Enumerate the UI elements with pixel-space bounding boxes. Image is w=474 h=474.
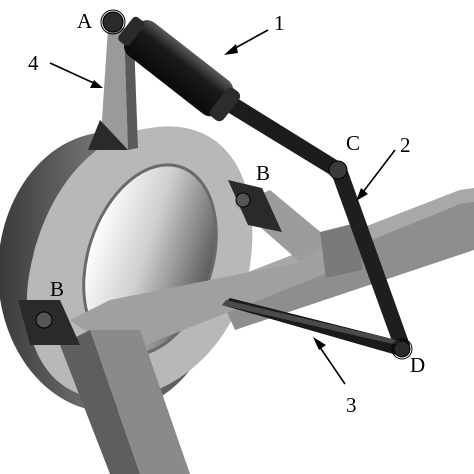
post-front bbox=[100, 28, 128, 150]
arrow-4 bbox=[49, 62, 99, 86]
arrow-3 bbox=[316, 342, 346, 385]
arrowhead-1 bbox=[224, 44, 238, 55]
arrowhead-4 bbox=[90, 80, 103, 88]
cylinder-head bbox=[118, 16, 145, 46]
arrow-2 bbox=[359, 149, 396, 197]
cylinder-cap bbox=[210, 87, 241, 122]
label-point-b-right: B bbox=[256, 161, 270, 185]
labels: A 1 4 C 2 B B D 3 bbox=[28, 9, 425, 417]
label-part-3: 3 bbox=[346, 393, 357, 417]
joint-a-ring bbox=[100, 9, 126, 35]
arrowhead-3 bbox=[313, 337, 326, 350]
hinge-b-right-pin bbox=[235, 192, 251, 208]
hinge-b-left-pin bbox=[35, 311, 53, 329]
joint-d-ring bbox=[391, 338, 413, 360]
frame-arm-down bbox=[90, 330, 190, 474]
leader-arrows bbox=[49, 29, 396, 385]
cylinder-part-1 bbox=[100, 9, 340, 176]
label-part-1: 1 bbox=[274, 11, 285, 35]
label-point-a: A bbox=[77, 9, 93, 33]
tripod-frame bbox=[60, 188, 474, 474]
cylinder-body bbox=[124, 20, 234, 117]
label-point-b-left: B bbox=[50, 277, 64, 301]
hinge-b-left bbox=[18, 300, 80, 345]
joint-c bbox=[328, 160, 348, 180]
post-shadow bbox=[88, 120, 128, 150]
frame-hub bbox=[320, 222, 362, 278]
link-part-2 bbox=[328, 160, 410, 352]
hinge-b-right bbox=[228, 180, 282, 232]
arrowhead-2 bbox=[356, 188, 368, 201]
joint-d bbox=[393, 340, 411, 358]
label-point-d: D bbox=[410, 353, 425, 377]
frame-arm-down-side bbox=[60, 330, 140, 474]
frame-arm-left bbox=[70, 240, 340, 355]
link-3-top bbox=[222, 300, 404, 346]
label-point-c: C bbox=[346, 131, 360, 155]
joint-a bbox=[102, 11, 124, 33]
label-part-2: 2 bbox=[400, 133, 411, 157]
link-2-bar bbox=[330, 166, 410, 352]
label-part-4: 4 bbox=[28, 51, 39, 75]
cylinder-rod bbox=[224, 95, 340, 176]
link-part-3 bbox=[222, 298, 413, 360]
